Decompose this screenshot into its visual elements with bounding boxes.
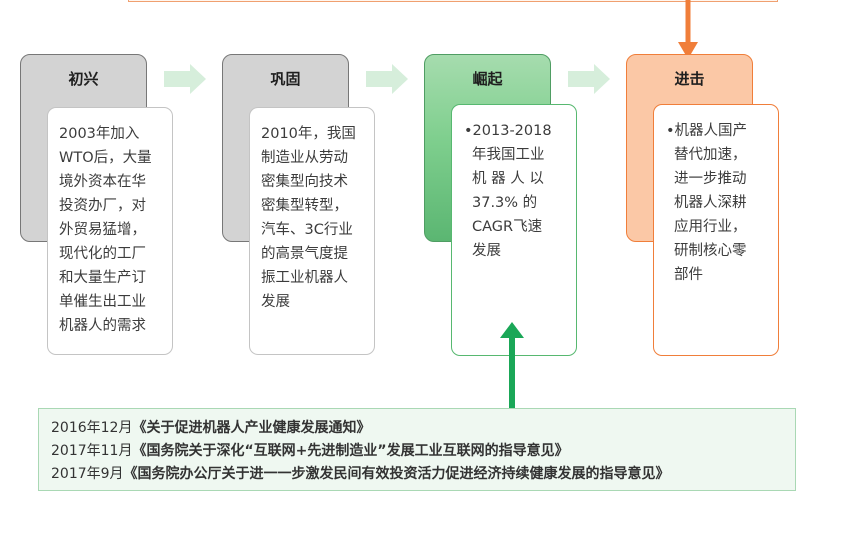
policy-date: 2017年9月 <box>51 466 124 482</box>
card-text-line: 37.3% 的 <box>472 195 538 211</box>
policy-item: 2017年9月《国务院办公厅关于进一一步激发民间有效投资活力促进经济持续健康发展… <box>51 463 795 486</box>
card-text-line: 现代化的工厂 <box>59 246 146 262</box>
policy-title: 《国务院办公厅关于进一一步激发民间有效投资活力促进经济持续健康发展的指导意见》 <box>123 466 670 482</box>
card-text-line: •2013-2018 <box>464 123 552 139</box>
card-text-line: 机器人深耕 <box>674 195 747 211</box>
card-text-line: CAGR飞速 <box>472 219 543 235</box>
stage-description-card-1: 2003年加入 WTO后，大量 境外资本在华 投资办厂，对 外贸易猛增， 现代化… <box>47 107 173 355</box>
stage-description-card-2: 2010年，我国 制造业从劳动 密集型向技术 密集型转型， 汽车、3C行业 的高… <box>249 107 375 355</box>
chevron-right-icon <box>164 64 206 94</box>
card-text-line: 替代加速， <box>674 147 747 163</box>
policy-date: 2017年11月 <box>51 443 133 459</box>
card-text-line: 研制核心零 <box>674 243 747 259</box>
stage-title: 崛起 <box>472 70 503 88</box>
card-text-line: 密集型向技术 <box>261 174 348 190</box>
card-text-line: 投资办厂，对 <box>59 198 146 214</box>
card-text-line: 单催生出工业 <box>59 294 146 310</box>
stage-title: 进击 <box>674 70 705 88</box>
policy-title: 《关于促进机器人产业健康发展通知》 <box>132 420 371 436</box>
stage-title: 巩固 <box>270 70 301 88</box>
card-text-line: 机器人的需求 <box>59 318 146 334</box>
card-text-line: 汽车、3C行业 <box>261 222 353 238</box>
card-text-line: 制造业从劳动 <box>261 150 348 166</box>
card-text-line: 2010年，我国 <box>261 126 356 142</box>
stage-description-card-4: •机器人国产 替代加速， 进一步推动 机器人深耕 应用行业， 研制核心零 部件 <box>653 104 779 356</box>
card-text-line: 2003年加入 <box>59 126 140 142</box>
card-text-line: WTO后，大量 <box>59 150 152 166</box>
orange-down-arrow-icon <box>678 0 698 59</box>
card-text-line: 应用行业， <box>674 219 747 235</box>
policy-item: 2017年11月《国务院关于深化“互联网+先进制造业”发展工业互联网的指导意见》 <box>51 440 795 463</box>
policy-item: 2016年12月《关于促进机器人产业健康发展通知》 <box>51 417 795 440</box>
stage-title: 初兴 <box>68 70 99 88</box>
policy-title: 《国务院关于深化“互联网+先进制造业”发展工业互联网的指导意见》 <box>132 443 569 459</box>
card-text-line: 境外资本在华 <box>59 174 146 190</box>
stage-description-card-3: •2013-2018 年我国工业 机 器 人 以 37.3% 的 CAGR飞速 … <box>451 104 577 356</box>
card-text-line: 振工业机器人 <box>261 270 348 286</box>
card-text-line: 外贸易猛增， <box>59 222 146 238</box>
top-banner-edge <box>128 0 778 2</box>
card-text-line: •机器人国产 <box>666 123 748 139</box>
card-text-line: 机 器 人 以 <box>472 171 544 187</box>
card-text-line: 进一步推动 <box>674 171 747 187</box>
card-text-line: 发展 <box>472 243 501 259</box>
card-text-line: 的高景气度提 <box>261 246 348 262</box>
chevron-right-icon <box>568 64 610 94</box>
card-text-line: 和大量生产订 <box>59 270 146 286</box>
policy-date: 2016年12月 <box>51 420 133 436</box>
policy-list: 2016年12月《关于促进机器人产业健康发展通知》 2017年11月《国务院关于… <box>38 408 796 491</box>
chevron-right-icon <box>366 64 408 94</box>
card-text-line: 发展 <box>261 294 290 310</box>
card-text-line: 密集型转型， <box>261 198 348 214</box>
card-text-line: 部件 <box>674 267 703 283</box>
card-text-line: 年我国工业 <box>472 147 545 163</box>
green-up-arrow-icon <box>500 322 524 410</box>
